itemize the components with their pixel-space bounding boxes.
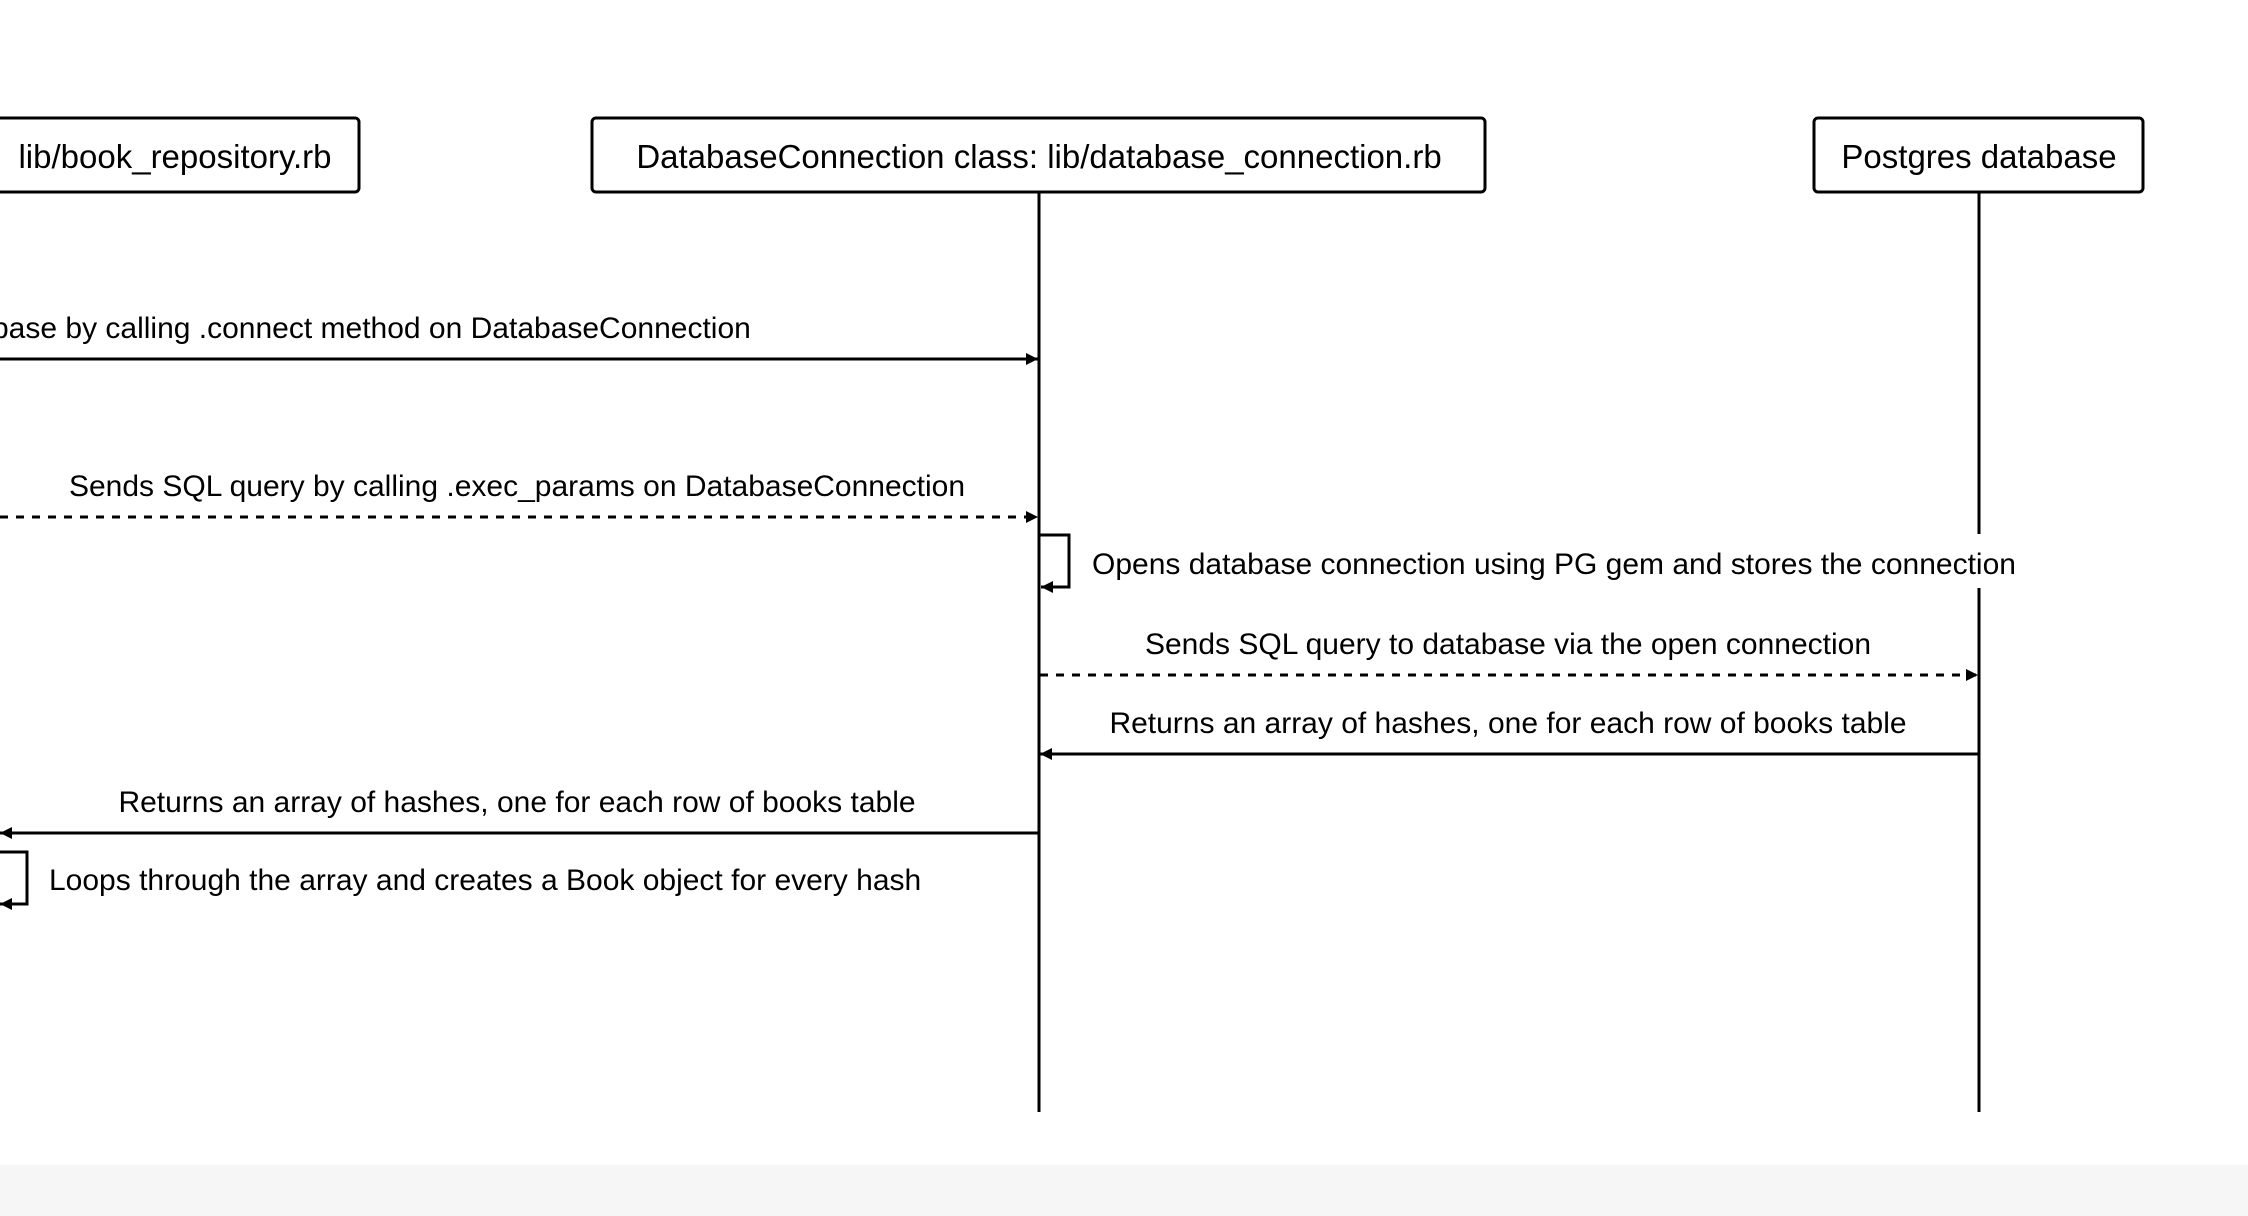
message-dbconn-returns: Returns an array of hashes, one for each… (0, 786, 1038, 839)
participant-repo-label: lib/book_repository.rb (18, 138, 331, 175)
message-db-returns: Returns an array of hashes, one for each… (1040, 707, 1978, 760)
message-sql-to-db: Sends SQL query to database via the open… (1040, 628, 1978, 681)
message-open-connection: Opens database connection using PG gem a… (1040, 533, 2040, 593)
message-create-books-label: Loops through the array and creates a Bo… (49, 864, 921, 897)
message-exec-params: Sends SQL query by calling .exec_params … (0, 470, 1038, 523)
message-open-connection-arrow (1040, 533, 1071, 593)
message-open-connection-label: Opens database connection using PG gem a… (1092, 548, 2016, 581)
participant-pg: Postgres database (1812, 116, 2145, 194)
message-dbconn-returns-label: Returns an array of hashes, one for each… (118, 786, 915, 819)
participant-repo: lib/book_repository.rb (0, 116, 361, 194)
message-db-returns-label: Returns an array of hashes, one for each… (1109, 707, 1906, 740)
bottom-band (0, 1165, 2248, 1216)
participant-dbconn: DatabaseConnection class: lib/database_c… (590, 116, 1487, 194)
message-connect: base by calling .connect method on Datab… (0, 312, 1038, 365)
message-connect-label: base by calling .connect method on Datab… (0, 312, 751, 345)
message-exec-params-label: Sends SQL query by calling .exec_params … (69, 470, 965, 503)
participant-dbconn-label: DatabaseConnection class: lib/database_c… (636, 138, 1441, 175)
message-create-books-arrow (0, 850, 29, 910)
message-create-books: Loops through the array and creates a Bo… (0, 850, 921, 910)
participant-pg-label: Postgres database (1841, 138, 2116, 175)
message-sql-to-db-label: Sends SQL query to database via the open… (1145, 628, 1871, 661)
